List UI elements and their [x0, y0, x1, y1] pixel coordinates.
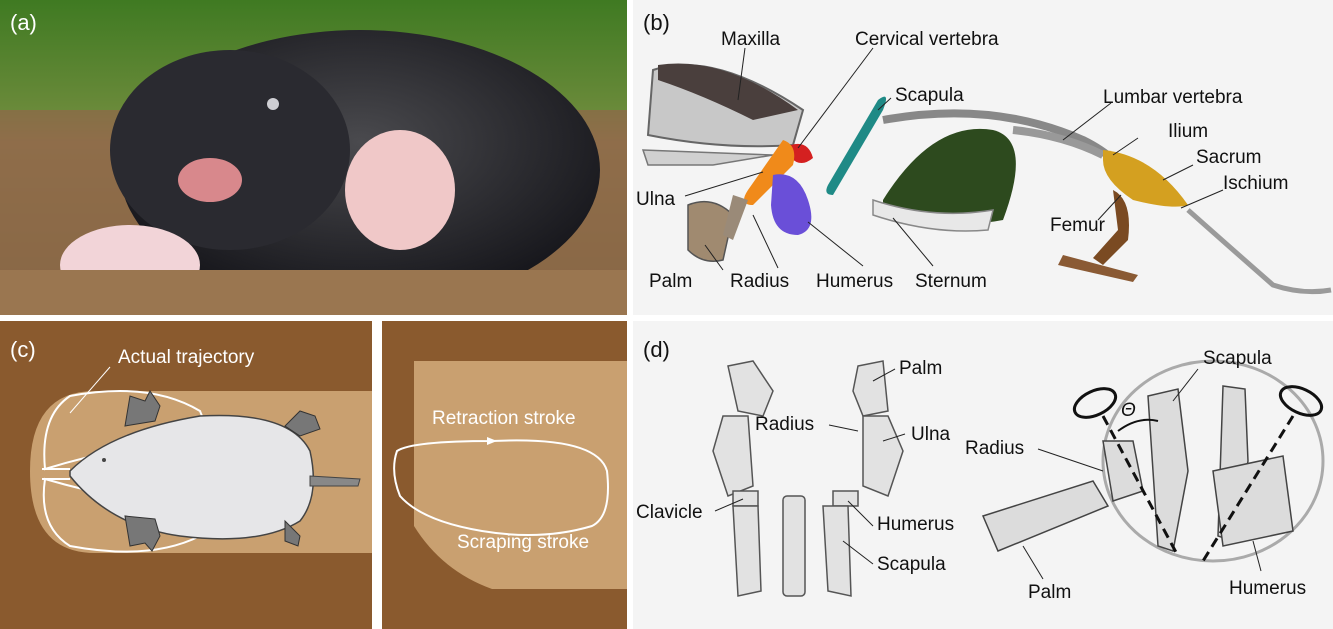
palm-bone [687, 200, 734, 262]
label-ischium: Ischium [1223, 173, 1289, 194]
panel-b-skeleton: (b) Maxilla Cervical vertebra Scapula Lu… [633, 0, 1333, 315]
label-clavicle: Clavicle [636, 502, 703, 523]
label-sacrum: Sacrum [1196, 147, 1262, 168]
palm-3d [981, 480, 1110, 552]
body-outline [1101, 359, 1325, 563]
rib-cage [883, 128, 1016, 224]
scapula-bone [826, 96, 887, 195]
panel-c-stroke: Retraction stroke Scraping stroke [382, 321, 627, 629]
label-cervical-vertebra: Cervical vertebra [855, 29, 999, 50]
mole-head [110, 50, 350, 250]
soil-foreground [0, 270, 627, 315]
panel-a-photo: (a) [0, 0, 627, 315]
mole-tail [309, 475, 361, 487]
hind-foot [1058, 255, 1138, 282]
panel-label: (b) [643, 10, 670, 35]
label-humerus-left: Humerus [877, 514, 955, 535]
radius-bone [723, 195, 748, 240]
label-ilium: Ilium [1168, 121, 1209, 142]
label-radius: Radius [730, 271, 790, 292]
label-femur: Femur [1050, 215, 1105, 236]
label-ulna: Ulna [636, 189, 676, 210]
right-forepaw [124, 515, 161, 552]
label-radius-right: Radius [965, 438, 1025, 459]
mole-photo [0, 0, 627, 315]
skeleton-drawing [641, 47, 1332, 295]
right-scapula [822, 505, 852, 597]
rotation-axis-right [1201, 415, 1295, 562]
sacrum-bone [1103, 150, 1188, 207]
label-palm: Palm [649, 271, 693, 292]
mole-eye [267, 98, 279, 110]
panel-label: (d) [643, 337, 670, 362]
rotation-axis-left [1101, 415, 1180, 557]
sternum-bone [872, 198, 995, 232]
left-clavicle [732, 490, 759, 507]
scapula-3d-left [1147, 388, 1189, 552]
left-radius-ulna [712, 415, 754, 497]
sternum [782, 495, 806, 597]
ulna-bone [744, 140, 795, 205]
mole-snout [178, 158, 242, 202]
label-radius-left: Radius [755, 414, 815, 435]
label-scraping-stroke: Scraping stroke [457, 532, 590, 553]
tail [1186, 208, 1332, 295]
theta-arrow-icon [1117, 418, 1159, 432]
label-palm-right: Palm [1028, 582, 1072, 603]
stroke-diagram [382, 321, 627, 629]
label-retraction-stroke: Retraction stroke [432, 408, 576, 429]
label-scapula: Scapula [895, 85, 964, 106]
left-forepaw [124, 390, 161, 427]
right-radius-ulna [862, 415, 904, 497]
panel-label: (a) [10, 10, 37, 35]
direction-arrow-icon [487, 437, 497, 445]
mole-right-forepaw [345, 130, 455, 250]
forelimb-drawing [712, 359, 1325, 597]
rotation-ring-left-icon [1072, 387, 1118, 419]
trajectory-diagram [0, 321, 372, 629]
right-palm [852, 360, 889, 417]
label-sternum: Sternum [915, 271, 987, 292]
right-clavicle [832, 490, 859, 507]
cervical-vertebra-bone [791, 143, 813, 163]
label-theta: Θ [1121, 400, 1136, 421]
right-hindpaw [284, 519, 301, 547]
panel-c-trajectory: (c) Actual trajectory [0, 321, 372, 629]
label-maxilla: Maxilla [721, 29, 781, 50]
humerus-3d [1212, 455, 1294, 547]
label-ulna: Ulna [911, 424, 951, 445]
label-palm-left: Palm [899, 358, 943, 379]
lumbar-spine [1012, 126, 1105, 159]
rotation-ring-right-icon [1278, 385, 1324, 417]
label-scapula-right: Scapula [1203, 348, 1272, 369]
label-lumbar-vertebra: Lumbar vertebra [1103, 87, 1243, 108]
femur-bone [1093, 190, 1129, 265]
label-scapula-left: Scapula [877, 554, 946, 575]
left-palm [727, 360, 774, 417]
humerus-bone [771, 174, 812, 235]
left-scapula [732, 505, 762, 597]
left-hindpaw [284, 410, 321, 437]
maxilla-bone [658, 63, 798, 120]
label-humerus: Humerus [816, 271, 894, 292]
panel-label: (c) [10, 337, 36, 362]
tunnel [414, 361, 627, 589]
panel-d-forelimb: (d) Palm Radius Ulna Clavicle Humerus Sc… [633, 321, 1333, 629]
label-humerus-right: Humerus [1229, 578, 1307, 599]
label-actual-trajectory: Actual trajectory [118, 347, 255, 368]
mandible [641, 149, 774, 166]
